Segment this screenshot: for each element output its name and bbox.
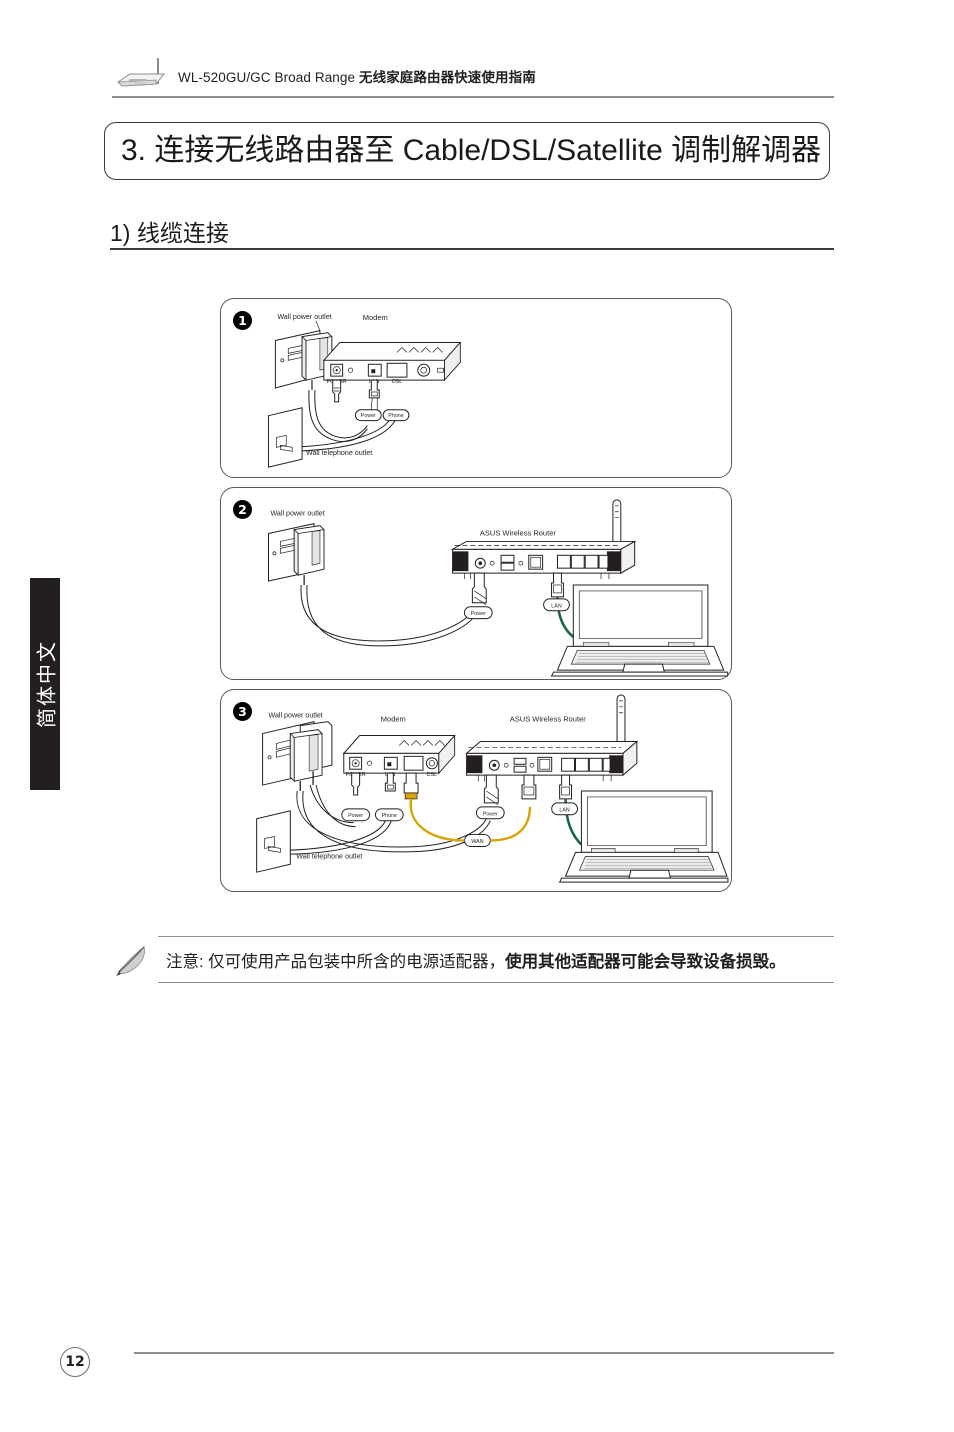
section-title-banner: 3. 连接无线路由器至 Cable/DSL/Satellite 调制解调器 xyxy=(104,122,830,180)
header-title-cn: 无线家庭路由器快速使用指南 xyxy=(359,70,536,85)
panel-3-wall-phone-label: Wall telephone outlet xyxy=(296,852,362,860)
panel-badge-2: 2 xyxy=(233,500,252,519)
panel-3-wall-power-label: Wall power outlet xyxy=(269,712,323,720)
panel-badge-3: 3 xyxy=(233,702,252,721)
wireless-router-icon xyxy=(117,58,166,87)
svg-text:DSL: DSL xyxy=(427,772,437,778)
note-text: 注意: 仅可使用产品包装中所含的电源适配器，使用其他适配器可能会导致设备损毁。 xyxy=(166,948,786,972)
page-header: WL-520GU/GC Broad Range 无线家庭路由器快速使用指南 xyxy=(112,52,834,98)
panel-1-tag-phone: Phone xyxy=(388,413,403,419)
panel-2-laptop xyxy=(550,584,729,677)
panel-1-illustration: Modem POWER LAN DSL Power Phone xyxy=(267,313,462,468)
panel-2-tag-power: Power xyxy=(471,611,486,617)
panel-1-modem-label: Modem xyxy=(363,313,388,322)
header-title: WL-520GU/GC Broad Range 无线家庭路由器快速使用指南 xyxy=(178,66,536,86)
note-divider-top xyxy=(158,936,834,937)
page-number: 12 xyxy=(60,1347,90,1377)
subheading-divider xyxy=(110,248,834,250)
note-emphasis: 使用其他适配器可能会导致设备损毁。 xyxy=(505,953,786,971)
panel-1-wall-phone-label: Wall telephone outlet xyxy=(306,449,372,457)
header-model: WL-520GU/GC Broad Range xyxy=(178,70,356,85)
panel-3-tag-power-router: Power xyxy=(483,811,498,817)
footer-divider xyxy=(134,1352,834,1354)
language-side-tab-label: 简体中文 xyxy=(36,640,59,728)
panel-3-router-label: ASUS Wireless Router xyxy=(510,715,587,724)
note-divider-bottom xyxy=(158,982,834,983)
note-prefix: 注意: 仅可使用产品包装中所含的电源适配器， xyxy=(166,953,506,971)
panel-3-laptop xyxy=(558,790,729,883)
panel-2-router-label: ASUS Wireless Router xyxy=(480,529,557,538)
quill-pen-icon xyxy=(116,946,145,976)
diagram-panel-1: 1 Modem POWER LAN DS xyxy=(220,298,732,478)
diagram-panel-2: 2 Wall power outlet ASUS Wireless Router xyxy=(220,487,732,680)
panel-2-wall-power-label: Wall power outlet xyxy=(270,510,324,518)
panel-3-tag-wan: WAN xyxy=(471,839,483,845)
panel-1-wall-power-label: Wall power outlet xyxy=(277,313,331,321)
panel-badge-1: 1 xyxy=(233,311,252,330)
panel-1-tag-power: Power xyxy=(361,413,376,419)
panel-3-tag-lan: LAN xyxy=(559,807,570,813)
language-side-tab: 简体中文 xyxy=(30,578,60,790)
section-title-text: 3. 连接无线路由器至 Cable/DSL/Satellite 调制解调器 xyxy=(121,134,822,167)
header-divider xyxy=(112,96,834,98)
subheading-text: 1) 线缆连接 xyxy=(110,220,229,246)
panel-3-illustration: Wall power outlet Modem PO xyxy=(256,694,729,883)
panel-2-tag-lan: LAN xyxy=(551,603,562,609)
svg-text:DSL: DSL xyxy=(392,379,402,385)
panel-2-illustration: Wall power outlet ASUS Wireless Router xyxy=(268,499,729,677)
diagram-panel-3: 3 Wall power outlet Modem xyxy=(220,689,732,892)
panel-3-tag-phone: Phone xyxy=(382,813,397,819)
panel-3-tag-power-modem: Power xyxy=(348,813,363,819)
note-block: 注意: 仅可使用产品包装中所含的电源适配器，使用其他适配器可能会导致设备损毁。 xyxy=(112,936,834,984)
panel-3-modem-label: Modem xyxy=(381,715,406,724)
